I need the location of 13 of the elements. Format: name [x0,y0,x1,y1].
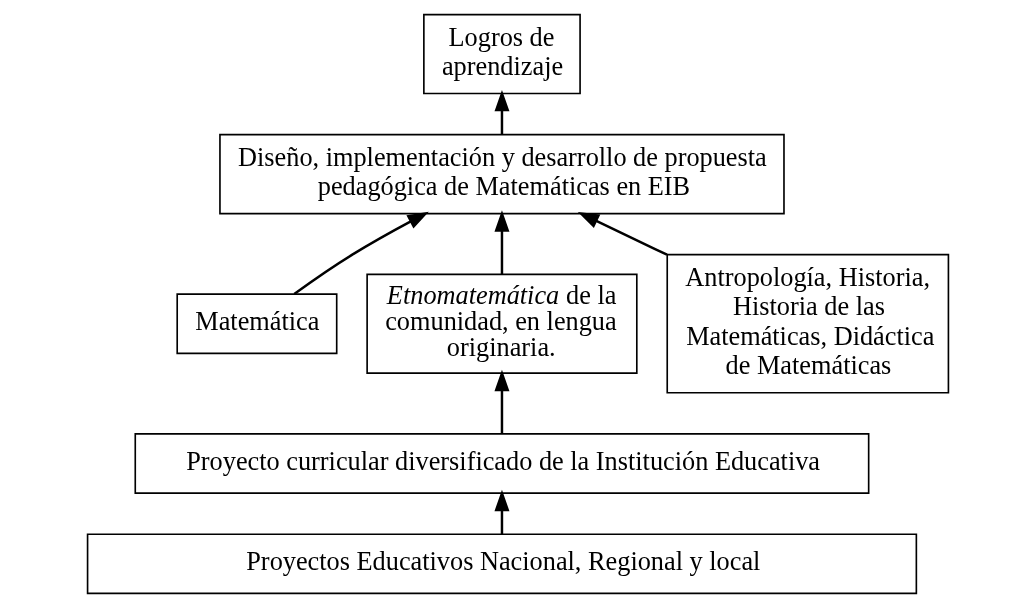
node-box: Matemática [176,293,338,355]
arrow [293,211,429,296]
node-box: Proyectos Educativos Nacional, Regional y local [86,533,918,595]
arrow [494,369,510,434]
node-box: Antropología, Historia, Historia de las Matemáticas, Didáctica de Matemáticas [666,253,950,394]
arrow [494,210,510,275]
node-box: Etnomatemática de la comunidad, en lengua originaria. [366,273,638,374]
arrow [494,89,510,135]
node-box: Logros de aprendizaje [423,13,581,95]
arrow [577,212,668,256]
arrow [494,489,510,535]
node-box: Diseño, implementación y desarrollo de propuesta pedagógica de Matemáticas en EIB [219,133,785,215]
node-box: Proyecto curricular diversificado de la Institución Educativa [134,433,870,494]
